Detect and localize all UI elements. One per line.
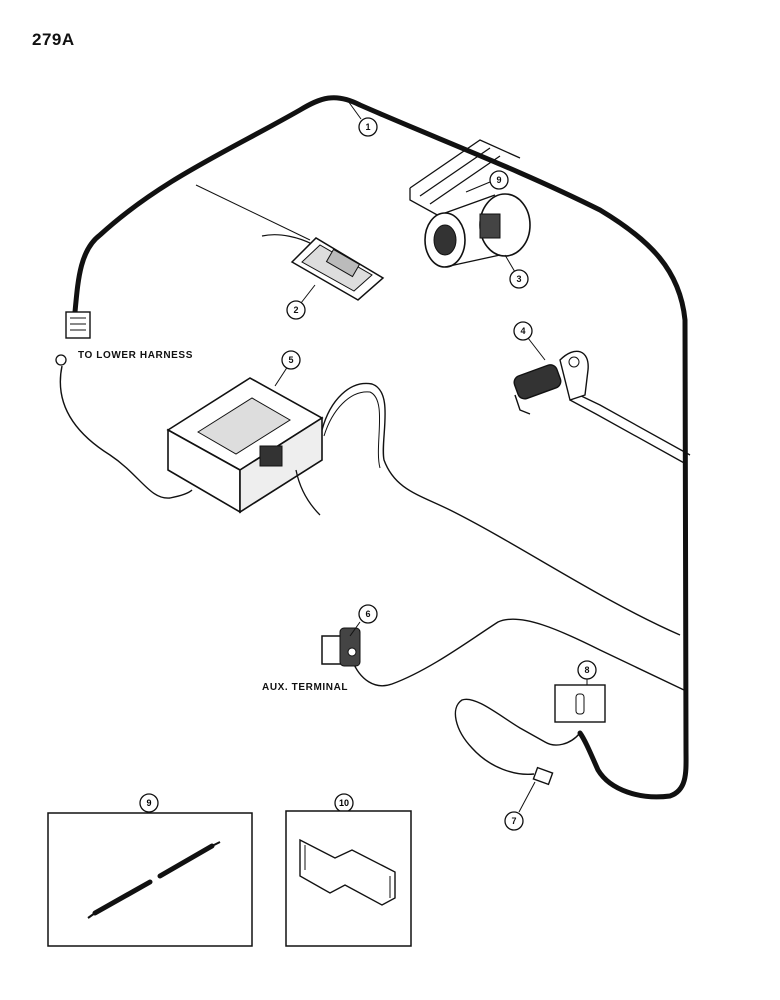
- wiper-motor-wire: [569, 392, 691, 465]
- svg-text:7: 7: [511, 816, 516, 826]
- blower-motor: [424, 193, 531, 268]
- wire-to-dome-light: [195, 184, 311, 241]
- radio-unit: [166, 377, 324, 516]
- callout-1: 1: [347, 100, 378, 137]
- svg-text:3: 3: [516, 274, 521, 284]
- cigar-lighter-wire: [454, 698, 581, 775]
- svg-text:1: 1: [365, 122, 370, 132]
- callout-5: 5: [274, 350, 301, 387]
- inset-box-10: 10: [285, 793, 412, 947]
- svg-text:2: 2: [293, 305, 298, 315]
- inset-box-9: 9: [47, 793, 253, 947]
- radio-power-wire: [321, 382, 681, 636]
- radio-power-wire-2: [323, 391, 381, 469]
- harness-connector: [65, 311, 91, 339]
- svg-text:4: 4: [520, 326, 525, 336]
- lower-harness-label: TO LOWER HARNESS: [78, 350, 193, 361]
- callout-4: 4: [513, 321, 546, 361]
- wire-strip-part: [92, 843, 215, 916]
- lighter-plug: [532, 766, 554, 786]
- bracket-part: [299, 838, 396, 906]
- svg-text:9: 9: [146, 798, 151, 808]
- callout-7: 7: [504, 781, 536, 831]
- blower-duct-lines: [409, 139, 521, 223]
- dome-light-lead: [261, 234, 313, 245]
- callout-8: 8: [577, 660, 597, 685]
- fuse-holder: [554, 684, 606, 723]
- lower-harness-plug: [55, 354, 67, 366]
- aux-terminal-label: AUX. TERMINAL: [262, 682, 348, 693]
- lower-harness-lead: [59, 365, 193, 499]
- main-harness-wire: [72, 95, 689, 800]
- aux-terminal-wire: [351, 618, 685, 691]
- wiper-motor: [513, 350, 589, 415]
- svg-text:9: 9: [496, 175, 501, 185]
- aux-terminal-device: [321, 627, 361, 667]
- callout-6: 6: [349, 604, 378, 637]
- svg-text:8: 8: [584, 665, 589, 675]
- callout-3: 3: [504, 254, 529, 289]
- svg-text:5: 5: [288, 355, 293, 365]
- svg-text:10: 10: [339, 798, 349, 808]
- svg-text:6: 6: [365, 609, 370, 619]
- callout-9-top: 9: [465, 170, 509, 193]
- callout-2: 2: [286, 284, 316, 320]
- page-number: 279A: [32, 30, 75, 49]
- dome-light: [290, 237, 385, 301]
